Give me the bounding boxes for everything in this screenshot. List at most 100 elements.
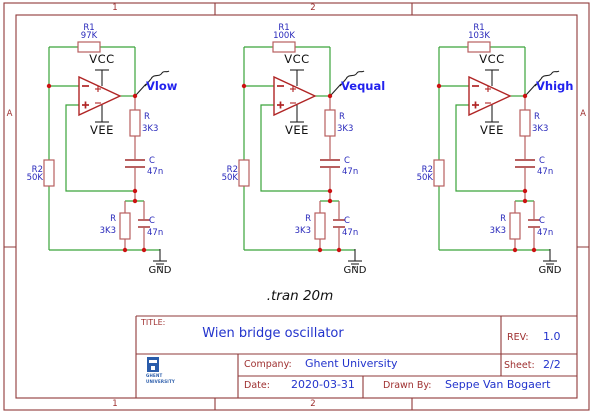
junction-dot <box>336 247 342 253</box>
wire <box>455 104 525 192</box>
drawn-by-label: Drawn By: <box>383 380 432 391</box>
column-label-1-bottom: 1 <box>112 399 118 409</box>
r2-ref-label: R2 <box>421 165 433 175</box>
opamp-symbol <box>468 75 512 117</box>
c-par-ref-label: C <box>149 216 155 226</box>
r-par-value-label: 3K3 <box>99 226 116 236</box>
r1-ref-label: R1 <box>278 23 290 33</box>
opamp-symbol <box>273 75 317 117</box>
c-par-ref-label: C <box>539 216 545 226</box>
circuit-low <box>43 41 170 268</box>
r-par-ref-label: R <box>305 214 311 224</box>
junction-dot <box>436 83 442 89</box>
schematic-title: Wien bridge oscillator <box>202 326 344 341</box>
r1-value-label: 97K <box>80 31 98 41</box>
resistor-symbol <box>509 212 521 240</box>
resistor-symbol <box>272 41 296 53</box>
logo-text-line2: UNIVERSITY <box>146 379 175 384</box>
c-par-value-label: 47n <box>342 228 359 238</box>
resistor-symbol <box>324 109 336 137</box>
title-label: TITLE: <box>141 318 166 327</box>
wire <box>65 104 135 192</box>
university-logo-icon <box>147 357 159 372</box>
row-label-a-left: A <box>6 109 13 119</box>
resistor-symbol <box>433 159 445 187</box>
gnd-label: GND <box>148 265 172 276</box>
junction-dot <box>141 247 147 253</box>
rev-value: 1.0 <box>543 330 561 343</box>
junction-dot <box>531 247 537 253</box>
probe-icon <box>135 83 147 96</box>
probe-label: Vequal <box>341 79 386 93</box>
c-par-ref-label: C <box>344 216 350 226</box>
junction-dot <box>522 198 528 204</box>
company-label: Company: <box>244 359 292 370</box>
resistor-symbol <box>519 109 531 137</box>
company-value: Ghent University <box>305 357 398 370</box>
junction-dot <box>522 93 528 99</box>
c-series-value-label: 47n <box>342 167 359 177</box>
circuit-equal <box>238 41 365 268</box>
vcc-label: VCC <box>284 52 310 66</box>
probe-icon <box>345 70 365 80</box>
circuit-high <box>433 41 560 268</box>
probe-icon <box>144 78 152 87</box>
junction-dot <box>522 188 528 194</box>
probe-icon <box>525 83 537 96</box>
resistor-symbol <box>467 41 491 53</box>
resistor-symbol <box>314 212 326 240</box>
vee-label: VEE <box>285 123 309 137</box>
r2-ref-label: R2 <box>226 165 238 175</box>
c-series-ref-label: C <box>149 156 155 166</box>
sheet-number: 2/2 <box>543 358 561 371</box>
opamp-symbol <box>78 75 122 117</box>
c-par-value-label: 47n <box>147 228 164 238</box>
title-block-grid <box>135 315 577 398</box>
gnd-label: GND <box>538 265 562 276</box>
r1-value-label: 100K <box>273 31 295 41</box>
date-label: Date: <box>244 380 270 391</box>
vcc-label: VCC <box>89 52 115 66</box>
junction-dot <box>241 83 247 89</box>
junction-dot <box>512 247 518 253</box>
r-series-value-label: 3K3 <box>532 124 549 134</box>
r-series-ref-label: R <box>534 112 540 122</box>
junction-dot <box>122 247 128 253</box>
r1-ref-label: R1 <box>83 23 95 33</box>
probe-icon <box>534 78 542 87</box>
r-series-value-label: 3K3 <box>142 124 159 134</box>
date-value: 2020-03-31 <box>291 378 355 391</box>
resistor-symbol <box>129 109 141 137</box>
column-label-2-bottom: 2 <box>310 399 316 409</box>
r2-value-label: 50K <box>416 173 433 183</box>
vcc-label: VCC <box>479 52 505 66</box>
r-par-value-label: 3K3 <box>294 226 311 236</box>
resistor-symbol <box>77 41 101 53</box>
column-label-2-top: 2 <box>310 3 316 13</box>
resistor-symbol <box>238 159 250 187</box>
r-series-ref-label: R <box>144 112 150 122</box>
junction-dot <box>132 188 138 194</box>
row-label-a-right: A <box>580 109 586 119</box>
probe-label: Vlow <box>146 79 178 93</box>
c-series-value-label: 47n <box>537 167 554 177</box>
probe-icon <box>330 83 342 96</box>
junction-dot <box>317 247 323 253</box>
junction-dot <box>132 93 138 99</box>
column-label-1-top: 1 <box>112 3 118 13</box>
sheet-label: Sheet: <box>504 360 535 371</box>
probe-icon <box>339 78 347 87</box>
probe-label: Vhigh <box>536 79 574 93</box>
r2-value-label: 50K <box>221 173 238 183</box>
junction-dot <box>327 188 333 194</box>
junction-dot <box>327 198 333 204</box>
probe-icon <box>150 70 170 80</box>
r-par-value-label: 3K3 <box>489 226 506 236</box>
wire <box>260 104 330 192</box>
rev-label: REV: <box>507 332 529 343</box>
sim-directive-text: .tran 20m <box>266 288 334 304</box>
junction-dot <box>132 198 138 204</box>
logo-text-line1: GHENT <box>146 373 163 378</box>
gnd-label: GND <box>343 265 367 276</box>
